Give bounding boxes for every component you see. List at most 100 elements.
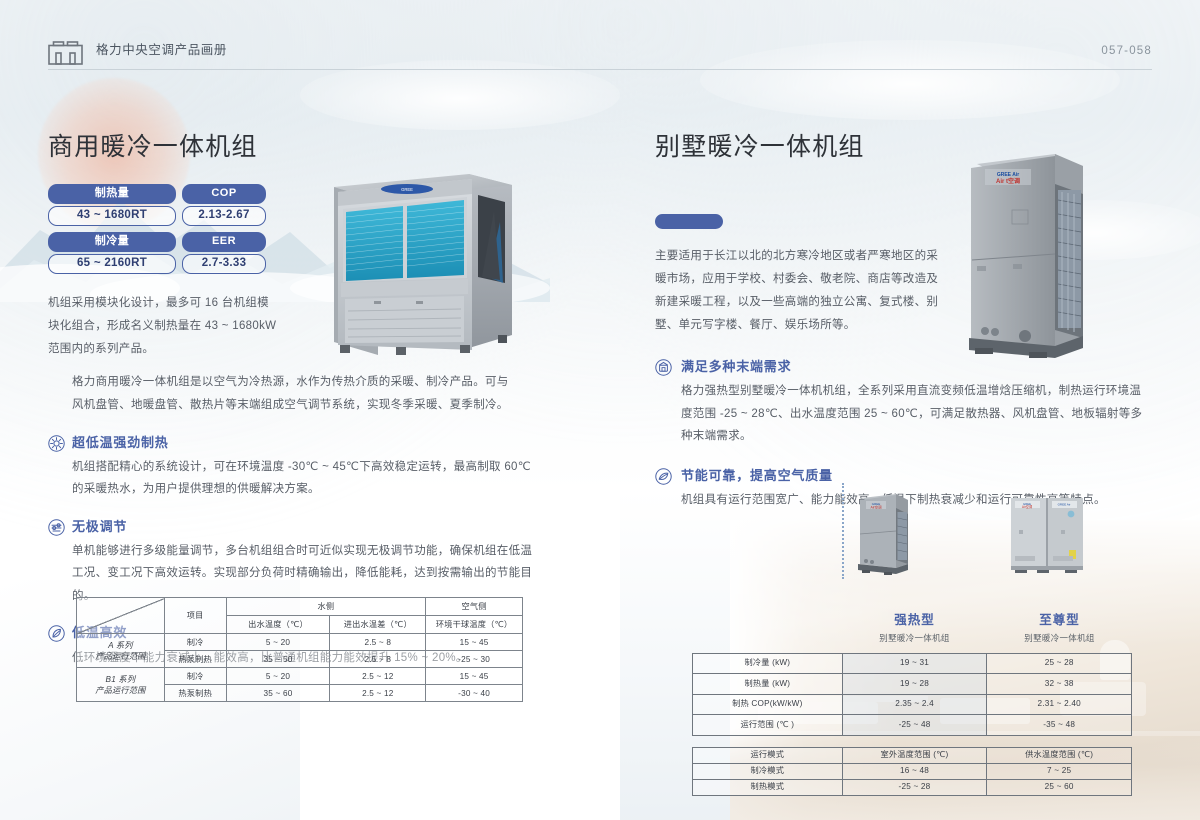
snowflake-sun-icon <box>48 435 65 452</box>
mode-label: 制冷 <box>163 667 227 686</box>
energy-saving-icon <box>655 467 672 485</box>
table-subheader: 进出水温差（℃） <box>329 615 427 634</box>
mode-label: 制冷 <box>163 632 227 652</box>
feature-ultra-low-temp-heating: 超低温强劲制热 机组搭配精心的系统设计，可在环境温度 -30℃ ~ 45℃下高效… <box>48 435 608 501</box>
right-section-title: 别墅暖冷一体机组 <box>655 133 865 161</box>
leaf-efficiency-icon <box>48 625 65 643</box>
cell-value: 35 ~ 60 <box>225 684 331 703</box>
table-row: 制热 COP(kW/kW) 2.35 ~ 2.4 2.31 ~ 2.40 <box>692 693 1132 716</box>
product-thumb-zhizunxing: GREE Air空调 GREE Air <box>1007 488 1087 578</box>
cell-value: 5 ~ 20 <box>225 632 331 652</box>
left-spec-table: 项目 水侧 空气侧 出水温度（℃） 进出水温差（℃） 环境干球温度（℃） A 系… <box>76 597 523 703</box>
svg-text:GREE: GREE <box>1023 502 1031 506</box>
spec-value: 43 ~ 1680RT <box>48 205 176 226</box>
row-label: 制冷量 (kW) <box>692 652 843 675</box>
cell-value: 35 ~ 50 <box>225 650 331 669</box>
feature-title: 节能可靠，提高空气质量 <box>681 467 833 483</box>
cell-value: 2.5 ~ 8 <box>329 632 427 652</box>
spec-value: 2.7-3.33 <box>182 253 266 274</box>
table-row: 制冷量 (kW) 19 ~ 31 25 ~ 28 <box>692 652 1132 675</box>
right-column: 别墅暖冷一体机组 主要适用于长江以北的北方寒冷地区或者严寒地区的采暖市场，应用于… <box>655 132 1155 511</box>
series-label-a: A 系列产品运行范围 <box>76 632 165 669</box>
table-row: 热泵制热 35 ~ 60 2.5 ~ 12 -30 ~ 40 <box>77 684 523 703</box>
svg-text:GREE Air: GREE Air <box>997 172 1019 178</box>
left-intro-paragraph: 机组采用模块化设计，最多可 16 台机组模块化组合，形成名义制热量在 43 ~ … <box>48 296 277 355</box>
feature-stepless-adjustment: 无极调节 单机能够进行多级能量调节，多台机组组合时可近似实现无极调节功能，确保机… <box>48 519 608 608</box>
adjust-knob-icon <box>48 519 65 536</box>
spec-badge-grid: 制热量 43 ~ 1680RT COP 2.13-2.67 制冷量 65 ~ 2… <box>48 184 266 274</box>
cell-value: 25 ~ 60 <box>986 778 1132 796</box>
row-label: 运行范围 (℃ ) <box>692 714 843 736</box>
cell-value: -35 ~ 48 <box>986 714 1132 736</box>
product-header-1: 强热型 别墅暖冷一体机组 <box>842 613 987 644</box>
cell-value: 16 ~ 48 <box>841 762 988 780</box>
left-product-image: GREE <box>312 165 562 365</box>
cloud-decoration-2 <box>700 40 1120 120</box>
table-row: 制热量 (kW) 19 ~ 28 32 ~ 38 <box>692 673 1132 695</box>
right-product-image: GREE Air Air t空调 <box>955 142 1140 374</box>
cell-value: 15 ~ 45 <box>425 632 523 652</box>
table-row: 运行模式 室外温度范围 (℃) 供水温度范围 (℃) <box>692 746 1132 764</box>
terminal-demand-icon <box>655 359 672 376</box>
row-label: 制热 COP(kW/kW) <box>692 693 843 716</box>
svg-text:GREE: GREE <box>401 187 413 192</box>
table-header: 供水温度范围 (℃) <box>986 746 1132 764</box>
right-intro-paragraph: 主要适用于长江以北的北方寒冷地区或者严寒地区的采暖市场，应用于学校、村委会、敬老… <box>655 250 939 331</box>
table-header: 室外温度范围 (℃) <box>841 746 988 764</box>
spec-label: 制热量 <box>48 184 176 204</box>
feature-body: 格力强热型别墅暖冷一体机机组，全系列采用直流变频低温增焓压缩机，制热运行环境温度… <box>681 385 1143 443</box>
svg-text:GREE: GREE <box>872 502 881 506</box>
page-header: 格力中央空调产品画册 057-058 <box>48 36 1152 70</box>
table-subheader: 环境干球温度（℃） <box>425 615 523 634</box>
table-header: 运行模式 <box>692 746 843 764</box>
cell-value: 2.35 ~ 2.4 <box>841 693 988 716</box>
product-headers: 强热型 别墅暖冷一体机组 至尊型 别墅暖冷一体机组 <box>692 613 1132 644</box>
table-row: 热泵制热 35 ~ 50 2.5 ~ 8 -25 ~ 30 <box>77 650 523 669</box>
right-spec-table: 制冷量 (kW) 19 ~ 31 25 ~ 28 制热量 (kW) 19 ~ 2… <box>692 652 1132 736</box>
cell-value: 15 ~ 45 <box>425 667 523 686</box>
cell-value: 2.5 ~ 8 <box>329 650 427 669</box>
table-corner-cell <box>76 597 165 634</box>
spec-badge-heating-capacity: 制热量 43 ~ 1680RT <box>48 184 176 226</box>
cell-value: 25 ~ 28 <box>986 652 1132 675</box>
table-row: 项目 水侧 空气侧 <box>76 597 523 634</box>
left-lead-paragraph: 格力商用暖冷一体机组是以空气为冷热源，水作为传热介质的采暖、制冷产品。可与风机盘… <box>72 375 509 411</box>
row-label: 制冷模式 <box>692 762 843 780</box>
cell-value: -25 ~ 48 <box>841 714 988 736</box>
table-row: 制热模式 -25 ~ 28 25 ~ 60 <box>692 778 1132 796</box>
feature-title: 超低温强劲制热 <box>72 434 169 450</box>
left-section-title: 商用暖冷一体机组 <box>48 133 258 161</box>
cloud-decoration-1 <box>300 60 620 130</box>
spec-label: COP <box>182 184 266 204</box>
svg-text:GREE Air: GREE Air <box>1058 503 1071 507</box>
sun-decoration <box>38 78 190 230</box>
spec-badge-cop: COP 2.13-2.67 <box>182 184 266 226</box>
row-label: 制热量 (kW) <box>692 673 843 695</box>
product-header-2: 至尊型 别墅暖冷一体机组 <box>987 613 1132 644</box>
product-name: 至尊型 <box>1039 613 1080 627</box>
cell-value: 5 ~ 20 <box>225 667 331 686</box>
spec-badge-cooling-capacity: 制冷量 65 ~ 2160RT <box>48 231 176 274</box>
feature-title: 满足多种末端需求 <box>681 359 792 374</box>
table-subheader: 出水温度（℃） <box>225 615 331 634</box>
accent-bar <box>655 214 723 229</box>
page-number: 057-058 <box>1101 44 1152 57</box>
product-divider <box>842 483 844 579</box>
cell-value: 2.5 ~ 12 <box>329 667 427 686</box>
spec-value: 65 ~ 2160RT <box>48 253 176 274</box>
spec-label: 制冷量 <box>48 231 176 252</box>
svg-text:Air空调: Air空调 <box>871 505 883 510</box>
cell-value: 32 ~ 38 <box>986 673 1132 695</box>
right-tables-wrapper: 强热型 别墅暖冷一体机组 至尊型 别墅暖冷一体机组 制冷量 (kW) 19 ~ … <box>692 613 1132 796</box>
table-group-water: 水侧 <box>225 597 427 616</box>
product-subtitle: 别墅暖冷一体机组 <box>879 633 950 643</box>
feature-title: 无极调节 <box>72 518 128 534</box>
header-title: 格力中央空调产品画册 <box>96 43 228 58</box>
cell-value: 2.31 ~ 2.40 <box>986 693 1132 716</box>
mode-label: 热泵制热 <box>163 650 227 669</box>
mode-label: 热泵制热 <box>163 684 227 703</box>
product-thumb-qiangrexing: GREE Air空调 <box>852 486 922 578</box>
cell-value: 19 ~ 31 <box>841 652 988 675</box>
product-subtitle: 别墅暖冷一体机组 <box>1024 633 1095 643</box>
